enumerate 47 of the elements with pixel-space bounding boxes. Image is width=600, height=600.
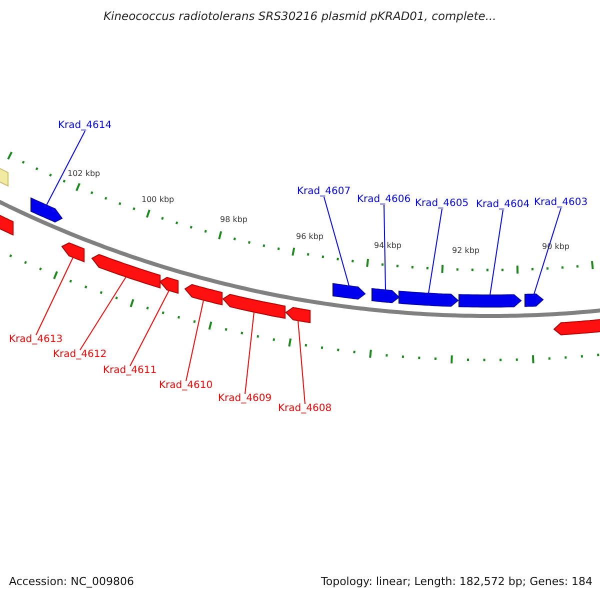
gene-block (159, 276, 178, 294)
leader-line (244, 312, 254, 394)
leader-line (490, 210, 504, 296)
gene-label: Krad_4604 (476, 200, 530, 210)
leader-line (130, 290, 170, 366)
gene-block (30, 197, 63, 222)
gene-block (398, 290, 459, 307)
gene-block (91, 254, 160, 288)
leader-line (298, 320, 306, 404)
gene-label: Krad_4605 (415, 199, 469, 209)
leader-line (428, 208, 442, 294)
gene-label: Krad_4606 (357, 195, 411, 205)
accession-text: Accession: NC_009806 (9, 576, 134, 586)
leader-line (46, 130, 86, 206)
gene-label: Krad_4614 (58, 121, 112, 131)
scale-label: 98 kbp (220, 216, 248, 224)
leader-line (186, 300, 204, 382)
scale-label: 100 kbp (142, 196, 174, 204)
gene-block (285, 306, 310, 324)
summary-text: Topology: linear; Length: 182,572 bp; Genes: 184 (321, 576, 593, 586)
scale-label: 102 kbp (68, 170, 100, 178)
scale-label: 92 kbp (452, 247, 480, 255)
scale-label: 94 kbp (374, 242, 402, 250)
gene-block (458, 294, 522, 308)
gene-label: Krad_4608 (278, 404, 332, 414)
gene-block (524, 293, 544, 307)
leader-line (534, 208, 562, 295)
gene-label: Krad_4609 (218, 394, 272, 404)
gene-block (184, 284, 222, 306)
title: Kineococcus radiotolerans SRS30216 plasmid pKRAD01, complete... (104, 11, 496, 22)
gene-label: Krad_4603 (534, 198, 588, 208)
leader-line (324, 196, 350, 286)
gene-label: Krad_4612 (53, 350, 107, 360)
gene-block (553, 318, 600, 336)
leader-line (36, 256, 74, 336)
gene-block (0, 213, 14, 236)
scale-label: 96 kbp (296, 233, 324, 241)
gene-label: Krad_4610 (159, 381, 213, 391)
gene-block (372, 288, 400, 304)
gene-label: Krad_4607 (297, 187, 351, 197)
leader-line (384, 204, 386, 290)
gene-label: Krad_4611 (103, 366, 157, 376)
gene-label: Krad_4613 (9, 335, 63, 345)
leader-line (80, 276, 126, 350)
gene-block (332, 283, 366, 300)
gene-block (222, 294, 286, 319)
gene-block (61, 242, 84, 262)
